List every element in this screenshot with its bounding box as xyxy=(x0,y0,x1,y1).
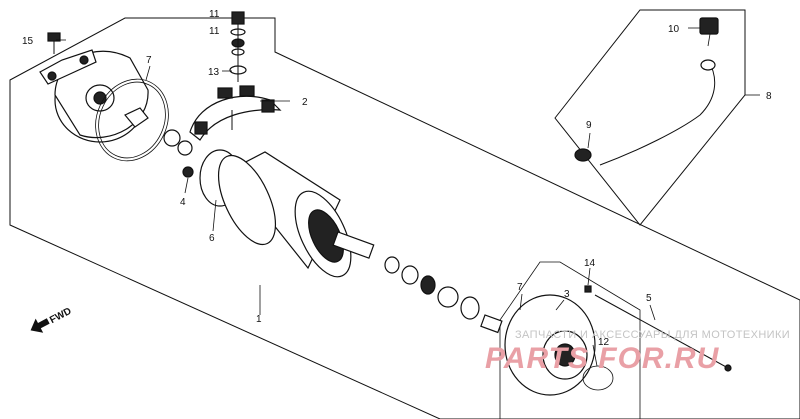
brush-holder xyxy=(189,85,282,141)
o-ring-12 xyxy=(582,365,614,391)
fwd-arrow-icon xyxy=(30,318,50,333)
callout-1: 1 xyxy=(256,314,262,325)
washer-left-1 xyxy=(163,129,181,147)
callout-14: 14 xyxy=(584,258,596,269)
shaft-washer-4 xyxy=(437,286,459,308)
callout-4: 4 xyxy=(180,197,186,208)
callout-13: 13 xyxy=(208,67,220,78)
callout-2: 2 xyxy=(302,97,308,108)
callout-7-left: 7 xyxy=(146,55,152,66)
washer-left-2 xyxy=(177,140,193,156)
fwd-label: FWD xyxy=(48,306,73,326)
leader-lines xyxy=(56,27,760,367)
callout-12: 12 xyxy=(598,337,610,348)
shaft-washer-5 xyxy=(460,296,480,320)
front-cover xyxy=(39,49,149,143)
callout-6: 6 xyxy=(209,233,215,244)
callout-11-top: 11 xyxy=(209,9,220,20)
rear-cover xyxy=(504,294,596,396)
callout-10: 10 xyxy=(668,24,680,35)
callout-5: 5 xyxy=(646,293,652,304)
cable-group-box xyxy=(554,9,746,226)
shaft-washer-3 xyxy=(420,275,436,295)
long-bolt-5 xyxy=(594,294,729,369)
terminal-stack xyxy=(229,11,247,82)
screw-14 xyxy=(584,285,592,293)
starter-cable xyxy=(574,17,719,166)
motor-yoke xyxy=(217,151,375,278)
callout-7-right: 7 xyxy=(517,282,523,293)
o-ring-left xyxy=(95,78,169,162)
washer-4 xyxy=(182,166,194,178)
bushing xyxy=(480,314,503,334)
shaft-washer-2 xyxy=(401,265,419,285)
fwd-arrow: FWD xyxy=(30,306,73,333)
callout-15: 15 xyxy=(22,36,34,47)
bolt-15 xyxy=(47,32,61,54)
watermark-logo: PARTS FOR.RU xyxy=(485,342,720,375)
shaft-washer-1 xyxy=(384,256,400,274)
watermark-tagline: ЗАПЧАСТИ И АКСЕССУАРЫ ДЛЯ МОТОТЕХНИКИ xyxy=(515,329,790,341)
callout-9: 9 xyxy=(586,120,592,131)
assembly-outline-box xyxy=(9,17,800,419)
callout-3: 3 xyxy=(564,289,570,300)
callout-11-second: 11 xyxy=(209,26,220,37)
callout-8: 8 xyxy=(766,91,772,102)
